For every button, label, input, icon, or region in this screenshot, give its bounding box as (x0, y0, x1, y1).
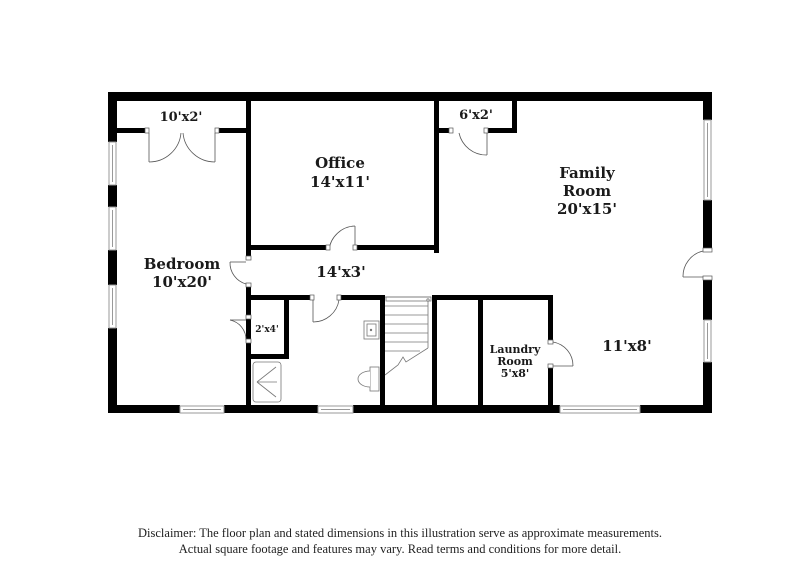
bedroom-dims: 10'x20' (152, 273, 212, 291)
fixtures (252, 296, 432, 403)
disclaimer-line-2: Actual square footage and features may v… (178, 542, 622, 556)
kitchen-area-dims: 11'x8' (602, 337, 651, 355)
shower-icon (252, 361, 282, 403)
stairs-icon (384, 296, 432, 376)
door-swing-icon (682, 250, 704, 278)
family-room-name-line1: Family (559, 164, 616, 182)
door-swing-icon (229, 261, 247, 285)
door-swing-icon (552, 341, 574, 367)
room-labels: 10'x2' Office 14'x11' 6'x2' Family Room … (144, 108, 652, 380)
closet-bedroom-dims: 10'x2' (160, 110, 203, 125)
bedroom-name: Bedroom (144, 255, 221, 273)
family-room-dims: 20'x15' (557, 200, 617, 218)
office-name: Office (315, 154, 365, 172)
windows (108, 119, 712, 414)
office-dims: 14'x11' (310, 173, 370, 191)
sink-icon (363, 320, 380, 340)
closet-family-dims: 6'x2' (459, 108, 493, 123)
laundry-room-name-line1: Laundry (490, 343, 541, 356)
door-swing-icon (312, 299, 340, 323)
interior-walls (117, 101, 553, 405)
family-room-name-line2: Room (563, 182, 611, 200)
laundry-room-dims: 5'x8' (501, 367, 530, 380)
exterior-walls (108, 92, 712, 413)
door-swing-icon (229, 319, 247, 341)
toilet-icon (357, 366, 380, 392)
hallway-dims: 14'x3' (316, 263, 365, 281)
closet-small-dims: 2'x4' (255, 325, 278, 335)
door-swing-icon (458, 132, 488, 156)
door-jambs (144, 127, 713, 369)
disclaimer-line-1: Disclaimer: The floor plan and stated di… (138, 526, 662, 540)
door-swing-icon (328, 225, 356, 251)
double-door-icon (148, 132, 216, 163)
laundry-room-name-line2: Room (497, 355, 533, 368)
disclaimer: Disclaimer: The floor plan and stated di… (0, 525, 800, 557)
